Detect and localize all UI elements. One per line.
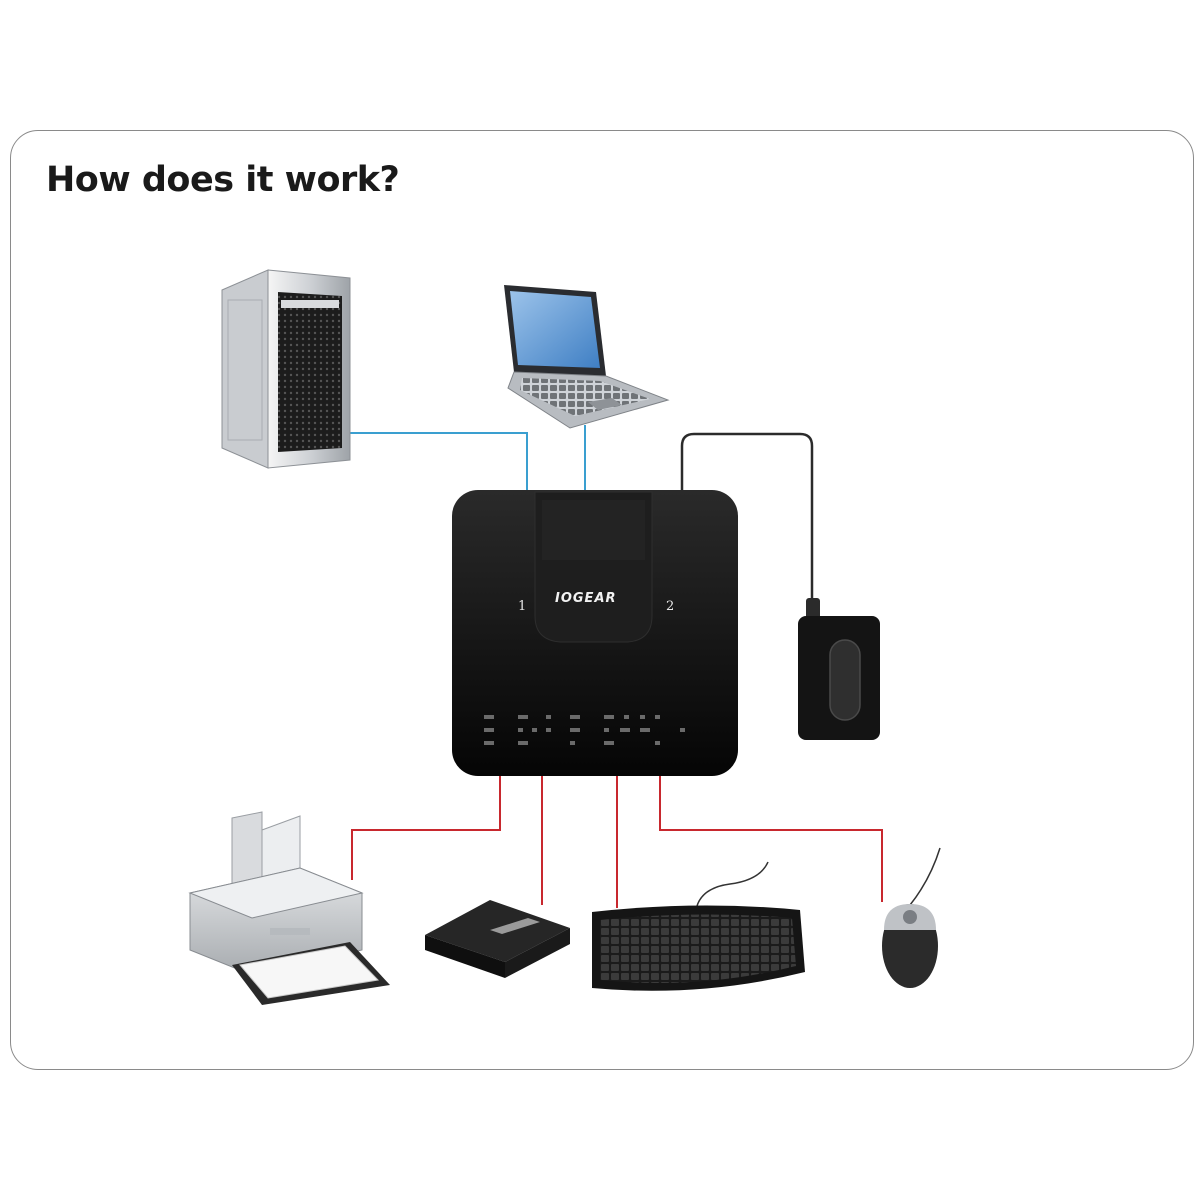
printer-icon [188, 811, 390, 1005]
cable-hub-to-mouse [659, 775, 883, 902]
keyboard-icon [592, 861, 805, 991]
diagram-title: How does it work? [46, 160, 400, 200]
mouse-icon [882, 847, 941, 988]
kvm-hub-device: IOGEAR 1 2 [452, 490, 738, 776]
cable-remote-to-hub [680, 432, 814, 600]
cable-desktop-to-hub [350, 432, 528, 492]
remote-switch-icon [798, 598, 880, 740]
laptop-computer-icon [504, 285, 670, 429]
hub-port-1-label: 1 [518, 599, 526, 614]
card-reader-icon [425, 900, 570, 978]
cable-hub-to-printer [351, 775, 501, 880]
desktop-tower-computer-icon [221, 269, 351, 469]
hub-port-2-label: 2 [666, 599, 674, 614]
hub-brand-logo: IOGEAR [555, 591, 617, 606]
hub-hotkey-legend [484, 715, 685, 745]
